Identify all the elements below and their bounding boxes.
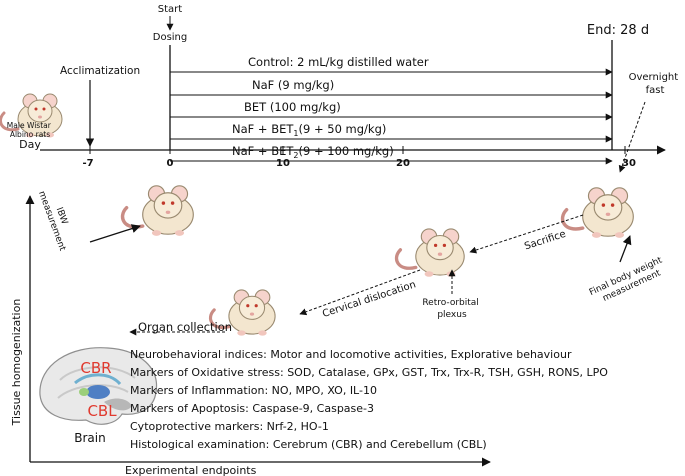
brain-illustration — [39, 347, 158, 425]
overnight-fast-label: Overnight fast — [629, 72, 682, 96]
final-bw-label: Final body weight measurement — [588, 254, 671, 308]
tick-label: -7 — [82, 158, 93, 169]
organ-collection-label: Organ collection — [138, 320, 232, 334]
tick-label: 30 — [622, 158, 636, 169]
endpoint-item: Markers of Oxidative stress: SOD, Catala… — [130, 366, 608, 379]
group-label: Control: 2 mL/kg distilled water — [248, 55, 429, 69]
endpoint-item: Histological examination: Cerebrum (CBR)… — [130, 438, 487, 451]
rat-illustration — [560, 186, 636, 240]
day-label: Day — [19, 138, 41, 151]
group-label: NaF + BET1(9 + 50 mg/kg) — [232, 122, 386, 138]
ibw-label: IBW measurement — [36, 186, 77, 253]
end-label: End: 28 d — [587, 23, 649, 38]
group-label: BET (100 mg/kg) — [244, 100, 341, 114]
endpoint-item: Cytoprotective markers: Nrf-2, HO-1 — [130, 420, 329, 433]
rats-label: Male Wistar Albino rats — [7, 121, 53, 139]
rat-illustration — [394, 227, 466, 279]
endpoints-axis-label: Experimental endpoints — [125, 464, 257, 476]
endpoint-item: Neurobehavioral indices: Motor and locom… — [130, 348, 572, 361]
treatment-groups: Control: 2 mL/kg distilled water NaF (9 … — [170, 55, 613, 165]
cbr-label: CBR — [80, 359, 111, 377]
endpoint-item: Markers of Inflammation: NO, MPO, XO, IL… — [130, 384, 377, 397]
tissue-axis-label: Tissue homogenization — [10, 299, 23, 427]
endpoint-list: Neurobehavioral indices: Motor and locom… — [130, 348, 608, 451]
acclimatization-label: Acclimatization — [60, 65, 140, 77]
endpoint-item: Markers of Apoptosis: Caspase-9, Caspase… — [130, 402, 374, 415]
final-bw-arrow — [619, 235, 632, 263]
brain-title: Brain — [74, 431, 105, 445]
tick-label: 0 — [167, 158, 174, 169]
tick-label: 20 — [396, 158, 410, 169]
dosing-label: Dosing — [153, 32, 188, 43]
tick-label: 10 — [276, 158, 290, 169]
overnight-fast-arrow — [618, 101, 646, 173]
start-label: Start — [158, 4, 183, 15]
cervical-arrow — [299, 269, 421, 316]
cervical-label: Cervical dislocation — [321, 279, 417, 320]
cbl-label: CBL — [87, 402, 117, 420]
group-label: NaF (9 mg/kg) — [252, 78, 334, 92]
group-label: NaF + BET2(9 + 100 mg/kg) — [232, 144, 394, 160]
ibw-arrow — [89, 224, 141, 243]
retro-orbital-label: Retro-orbital plexus — [422, 298, 481, 320]
